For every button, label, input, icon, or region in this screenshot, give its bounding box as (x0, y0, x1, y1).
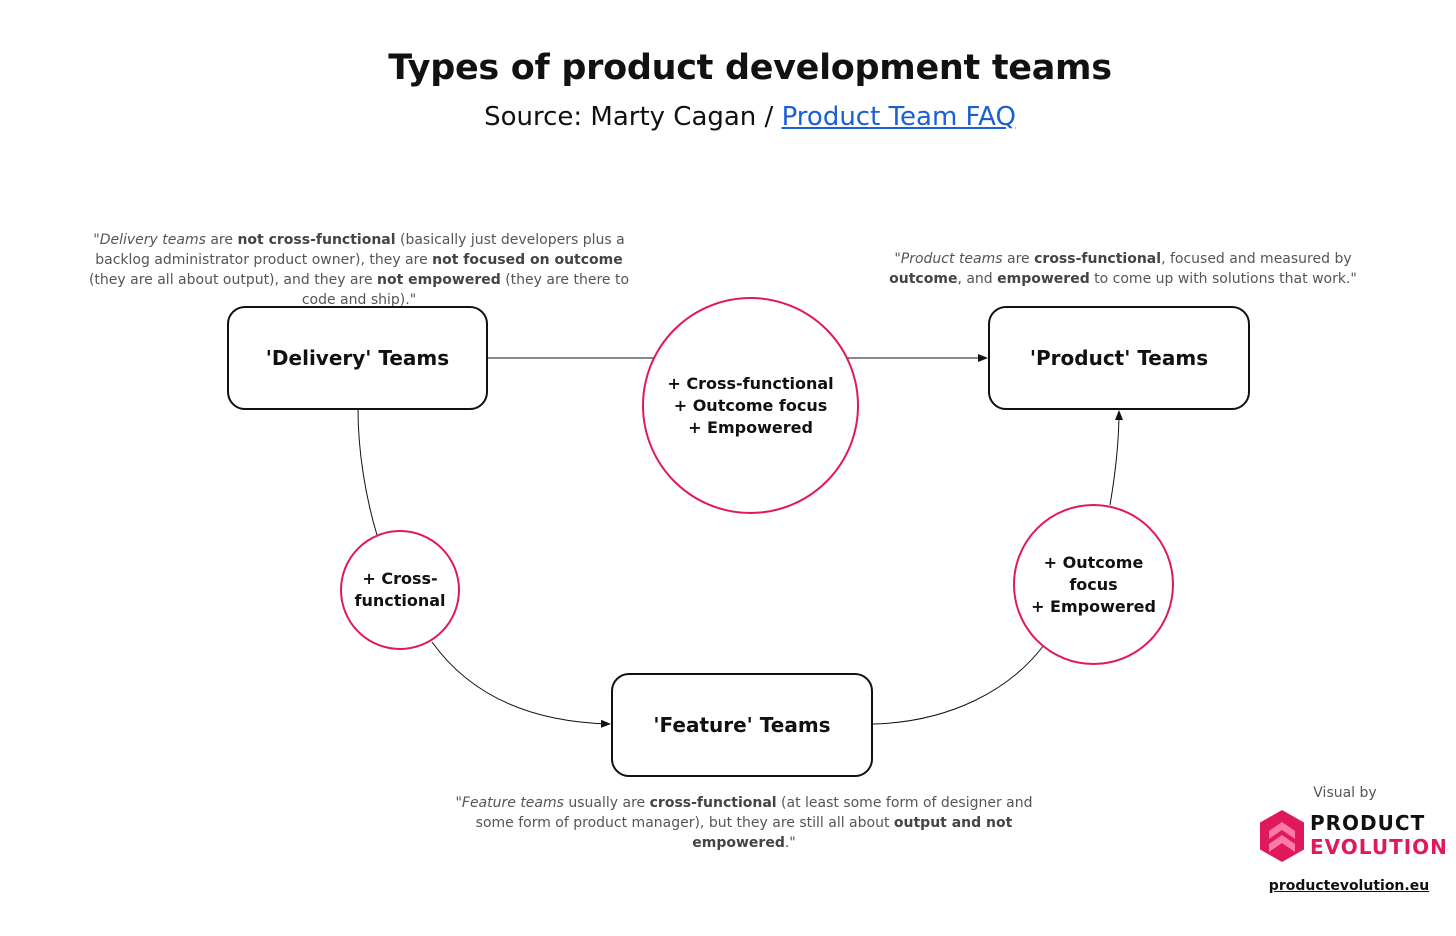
website-link[interactable]: productevolution.eu (1268, 878, 1430, 894)
quote-segment: to come up with solutions that work." (1089, 271, 1357, 287)
logo-line-product: PRODUCT (1310, 811, 1426, 835)
quote-segment: ." (784, 835, 796, 851)
product-evolution-logo-icon (1260, 810, 1304, 862)
quote-emphasis: output and not empowered (692, 815, 1013, 851)
top-transition-circle: + Cross-functional+ Outcome focus+ Empow… (642, 297, 859, 514)
page-subtitle: Source: Marty Cagan / Product Team FAQ (0, 102, 1456, 132)
delivery-teams-node: 'Delivery' Teams (227, 306, 488, 410)
circle-line: + Empowered (1031, 596, 1156, 616)
source-text: Source: Marty Cagan / (484, 102, 782, 132)
connector-feature-to-right-circle (872, 644, 1045, 725)
quote-segment: (at least some form of designer and some… (475, 795, 1033, 831)
product-evolution-logo-text: PRODUCT EVOLUTION (1310, 811, 1448, 859)
logo-line-evolution: EVOLUTION (1310, 835, 1448, 859)
top-circle-text: + Cross-functional+ Outcome focus+ Empow… (667, 373, 833, 439)
quote-emphasis: cross-functional (649, 795, 777, 811)
quote-segment: "Delivery teams (93, 232, 206, 248)
quote-emphasis: not cross-functional (237, 232, 396, 248)
connector-right-circle-to-product (1109, 410, 1123, 506)
product-team-faq-link[interactable]: Product Team FAQ (781, 102, 1016, 132)
quote-segment: (basically just developers plus a backlo… (95, 232, 625, 268)
left-transition-circle: + Cross-functional (340, 530, 460, 650)
circle-line: + Outcome focus (673, 395, 828, 415)
connector-left-circle-to-feature (431, 641, 611, 728)
quote-segment: are (205, 232, 238, 248)
quote-emphasis: not empowered (377, 272, 501, 288)
visual-by-label: Visual by (1313, 785, 1377, 801)
quote-segment: "Feature teams (455, 795, 564, 811)
quote-segment: "Product teams (894, 251, 1003, 267)
circle-line: + Cross-functional (667, 373, 834, 393)
quote-segment: (they are all about output), and they ar… (88, 272, 378, 288)
circle-line: focus (1069, 574, 1118, 594)
quote-emphasis: not focused on outcome (432, 252, 623, 268)
quote-segment: (they are there to code and ship)." (301, 272, 630, 308)
quote-segment: usually are (563, 795, 650, 811)
product-teams-quote: "Product teams are cross-functional, foc… (884, 249, 1362, 289)
circle-line: + Empowered (688, 417, 813, 437)
delivery-teams-quote: "Delivery teams are not cross-functional… (86, 230, 632, 310)
page-title: Types of product development teams (388, 48, 1112, 88)
product-teams-node: 'Product' Teams (988, 306, 1250, 410)
circle-line: + Cross- (362, 569, 438, 588)
feature-teams-quote: "Feature teams usually are cross-functio… (448, 793, 1040, 853)
quote-emphasis: outcome (889, 271, 958, 287)
quote-segment: are (1002, 251, 1035, 267)
feature-teams-node: 'Feature' Teams (611, 673, 873, 777)
left-circle-text: + Cross-functional (354, 568, 445, 612)
quote-segment: , focused and measured by (1161, 251, 1352, 267)
circle-line: functional (354, 591, 446, 610)
circle-line: + Outcome (1043, 552, 1144, 572)
connector-delivery-to-left-circle (357, 408, 378, 536)
quote-emphasis: empowered (997, 271, 1090, 287)
quote-emphasis: cross-functional (1034, 251, 1162, 267)
quote-segment: , and (957, 271, 998, 287)
